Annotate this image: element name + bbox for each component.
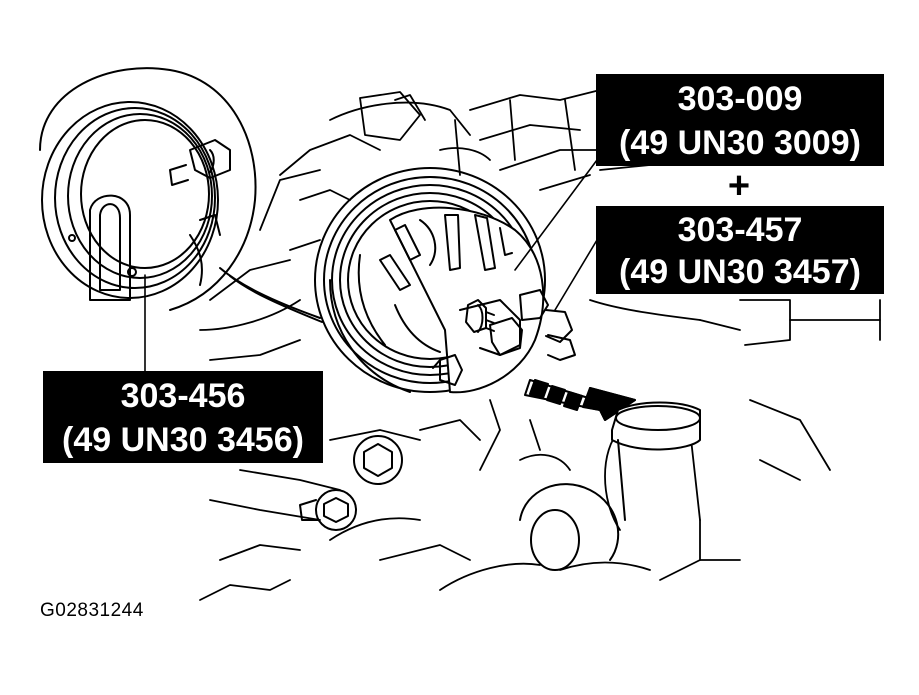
tool-label-303-456: 303-456 (49 UN30 3456) xyxy=(43,371,323,463)
center-bolt-assembly xyxy=(432,289,576,386)
leader-lines xyxy=(144,159,598,372)
engine-block-lines xyxy=(199,89,881,601)
figure-code: G02831244 xyxy=(40,600,144,621)
tool-label-303-457: 303-457 (49 UN30 3457) xyxy=(596,206,884,294)
tool-number: 303-009 xyxy=(677,80,803,118)
plug-boss xyxy=(611,401,701,521)
pull-direction-arrow xyxy=(524,379,636,421)
block-bolts xyxy=(299,435,620,571)
tool-number: 303-457 xyxy=(677,211,803,249)
tool-number: 303-456 xyxy=(120,377,246,415)
tool-label-303-009: 303-009 (49 UN30 3009) xyxy=(596,74,884,166)
plus-sign: + xyxy=(727,165,751,207)
tool-part-number: (49 UN30 3009) xyxy=(619,124,861,162)
tool-part-number: (49 UN30 3456) xyxy=(62,421,304,459)
tool-part-number: (49 UN30 3457) xyxy=(619,253,861,291)
inset-detail xyxy=(39,67,323,323)
puller-tool-plate xyxy=(357,206,545,394)
